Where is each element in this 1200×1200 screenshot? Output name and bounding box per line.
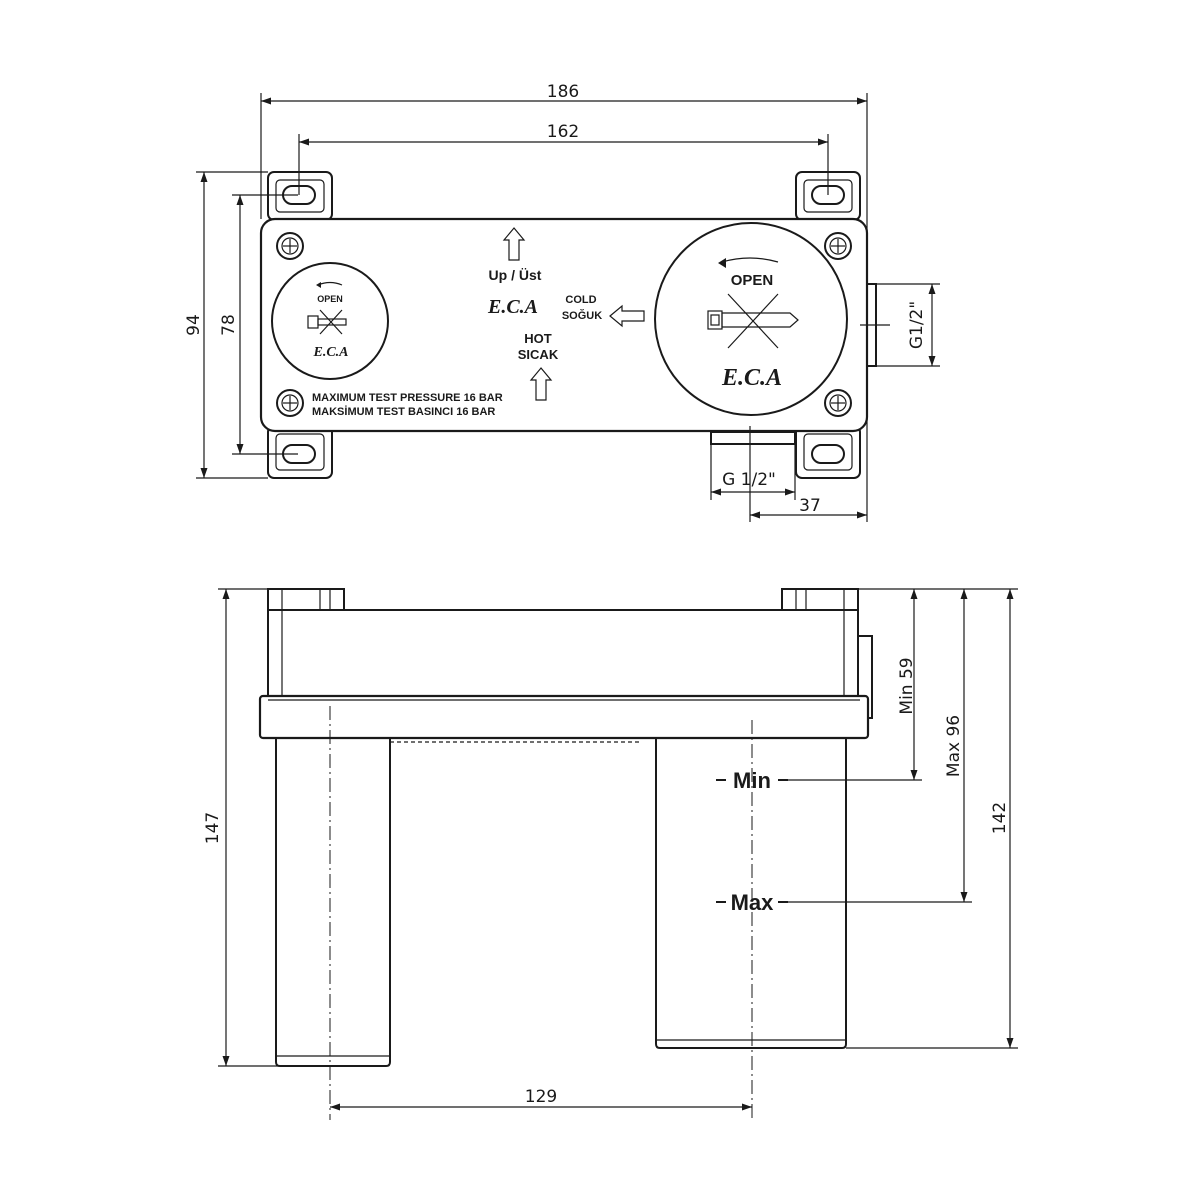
screw-top-left: [276, 232, 304, 260]
large-dial-open-label: OPEN: [731, 272, 774, 289]
dimension-37: 37: [750, 366, 868, 522]
svg-text:37: 37: [799, 496, 821, 516]
bottom-outlet: [710, 431, 796, 445]
hot-label: HOT: [524, 331, 552, 346]
pressure-label-en: MAXIMUM TEST PRESSURE 16 BAR: [312, 392, 503, 404]
flange-plate: [258, 694, 870, 740]
hot-inlet-arrow: [529, 367, 553, 401]
small-dial-open-label: OPEN: [317, 294, 343, 304]
dimension-94: 94: [184, 171, 268, 479]
screw-bottom-right: [824, 389, 852, 417]
center-logo: E.C.A: [487, 296, 538, 318]
side-view: Min Max 147 Min 59 Max 96: [203, 588, 1018, 1120]
small-dial-cap: OPEN E.C.A: [271, 262, 389, 380]
svg-text:94: 94: [184, 314, 204, 336]
svg-text:142: 142: [990, 802, 1010, 834]
small-dial-logo: E.C.A: [312, 345, 348, 360]
right-cylinder: [655, 738, 847, 1049]
dimension-side-g12: G1/2": [860, 283, 940, 367]
svg-text:162: 162: [547, 122, 579, 142]
screw-top-right: [824, 232, 852, 260]
dimension-78: 78: [219, 194, 298, 455]
max-mark: Max: [716, 890, 972, 915]
min-mark: Min: [716, 768, 922, 793]
large-dial-cap: OPEN E.C.A: [654, 222, 848, 416]
svg-text:Min 59: Min 59: [897, 657, 917, 714]
mounting-lug-bottom-right: [795, 425, 861, 479]
svg-text:Max: Max: [731, 890, 775, 915]
pressure-label-tr: MAKSİMUM TEST BASINCI 16 BAR: [312, 405, 495, 418]
left-cylinder: [275, 738, 391, 1067]
dimension-129: 129: [330, 1087, 752, 1111]
housing-body: [267, 609, 859, 697]
svg-text:147: 147: [203, 812, 223, 844]
svg-text:186: 186: [547, 82, 579, 102]
cold-inlet-arrow: [609, 304, 645, 328]
dimension-max-96: Max 96: [944, 589, 968, 902]
dimension-bottom-g12: G 1/2": [710, 444, 796, 500]
screw-bottom-left: [276, 389, 304, 417]
up-arrow: [502, 227, 526, 261]
svg-text:G1/2": G1/2": [907, 301, 927, 349]
mounting-lug-bottom-left: [267, 425, 333, 479]
dimension-147: 147: [203, 588, 330, 1067]
soguk-label: SOĞUK: [562, 309, 602, 322]
svg-text:78: 78: [219, 314, 239, 336]
cold-label: COLD: [565, 294, 596, 306]
svg-text:129: 129: [525, 1087, 557, 1107]
sicak-label: SICAK: [518, 347, 559, 362]
top-view: OPEN E.C.A OPEN E.C.A Up / Üst E.C.A COL…: [184, 82, 940, 522]
dimension-142: 142: [846, 589, 1018, 1049]
svg-text:Min: Min: [733, 768, 771, 793]
dimension-162: 162: [298, 122, 829, 195]
large-dial-logo: E.C.A: [721, 365, 782, 391]
svg-text:Max 96: Max 96: [944, 715, 964, 777]
dimension-186: 186: [260, 82, 868, 284]
dimension-min-59: Min 59: [897, 589, 918, 780]
up-ust-label: Up / Üst: [489, 267, 542, 283]
mounting-lug-top-left: [267, 171, 333, 221]
svg-text:G 1/2": G 1/2": [722, 470, 776, 490]
